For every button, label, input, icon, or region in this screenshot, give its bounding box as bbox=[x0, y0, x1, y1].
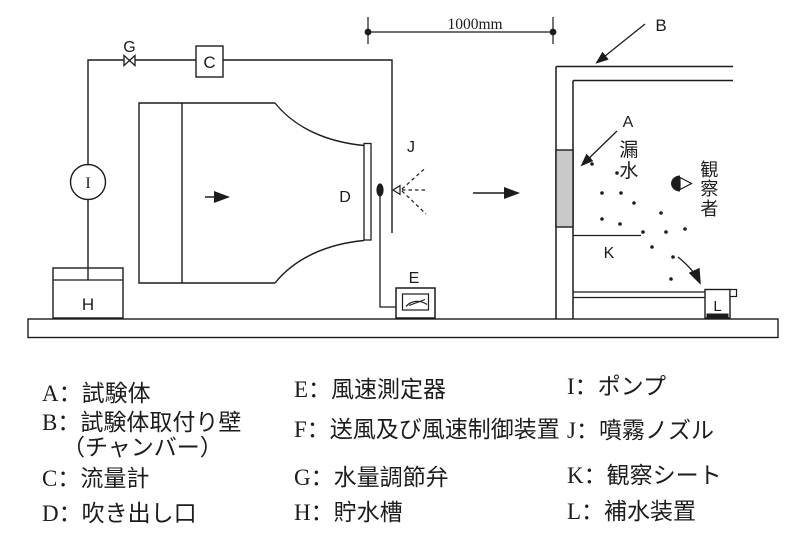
legend-entry-k: K：観察シート bbox=[567, 463, 722, 488]
valve-symbol: G bbox=[123, 39, 136, 67]
label-B: B bbox=[655, 16, 666, 35]
legend-entry-c: C：流量計 bbox=[42, 466, 150, 491]
legend-entry-l: L：補水装置 bbox=[567, 499, 697, 524]
flow-meter-box: C bbox=[195, 45, 224, 78]
dimension-line: 1000mm bbox=[364, 16, 557, 44]
outlet-slot bbox=[363, 142, 372, 241]
legend-entry-b: B：試験体取付り壁 bbox=[42, 410, 242, 435]
label-E: E bbox=[409, 270, 420, 287]
legend-entry-b2: （チャンバー） bbox=[62, 435, 223, 460]
pump-symbol: I bbox=[69, 163, 107, 201]
apparatus-diagram: H I G C D bbox=[27, 16, 779, 339]
water-tank: H bbox=[52, 267, 124, 319]
legend-entry-d: D：吹き出し口 bbox=[42, 501, 197, 526]
bench-shelf bbox=[573, 291, 705, 299]
legend-entry-j: J：噴霧ノズル bbox=[567, 418, 714, 443]
arrow-to-B bbox=[595, 23, 646, 64]
legend-entry-i: I：ポンプ bbox=[567, 374, 666, 399]
spray-cone-lines bbox=[401, 167, 427, 215]
droplet-dots bbox=[590, 162, 716, 295]
wind-tunnel: D bbox=[138, 102, 372, 284]
arrow-to-A bbox=[580, 130, 618, 167]
floor-base bbox=[27, 318, 779, 339]
water-pipe bbox=[87, 59, 393, 280]
legend-entry-h: H：貯水槽 bbox=[294, 500, 403, 525]
label-I: I bbox=[85, 175, 90, 192]
label-G: G bbox=[123, 39, 135, 56]
spray-nozzle: J bbox=[391, 139, 427, 215]
label-D: D bbox=[339, 189, 351, 206]
legend-entry-f: F：送風及び風速制御装置 bbox=[294, 417, 560, 442]
collection-container: L bbox=[573, 256, 738, 319]
label-A: A bbox=[623, 114, 634, 131]
label-K: K bbox=[604, 245, 615, 262]
legend-entry-a: A：試験体 bbox=[42, 381, 151, 406]
leak-water-annotation: 漏水 bbox=[619, 140, 639, 182]
anemometer-probe bbox=[376, 183, 384, 197]
drip-arrow bbox=[677, 256, 701, 285]
observer-eye-icon bbox=[671, 175, 693, 192]
label-L: L bbox=[713, 298, 721, 315]
wind-speed-meter: E bbox=[376, 183, 436, 319]
observer-annotation: 観察者 bbox=[700, 160, 719, 219]
sensor-wire bbox=[379, 196, 396, 308]
dimension-label: 1000mm bbox=[447, 16, 502, 33]
label-J: J bbox=[407, 139, 415, 156]
observation-sheet: K bbox=[573, 234, 641, 262]
legend-entry-e: E：風速測定器 bbox=[294, 377, 447, 402]
label-C: C bbox=[203, 53, 215, 72]
chamber-wall: B bbox=[555, 16, 733, 319]
specimen: A bbox=[555, 114, 634, 228]
label-H: H bbox=[82, 295, 94, 314]
legend-entry-g: G：水量調節弁 bbox=[294, 465, 449, 490]
